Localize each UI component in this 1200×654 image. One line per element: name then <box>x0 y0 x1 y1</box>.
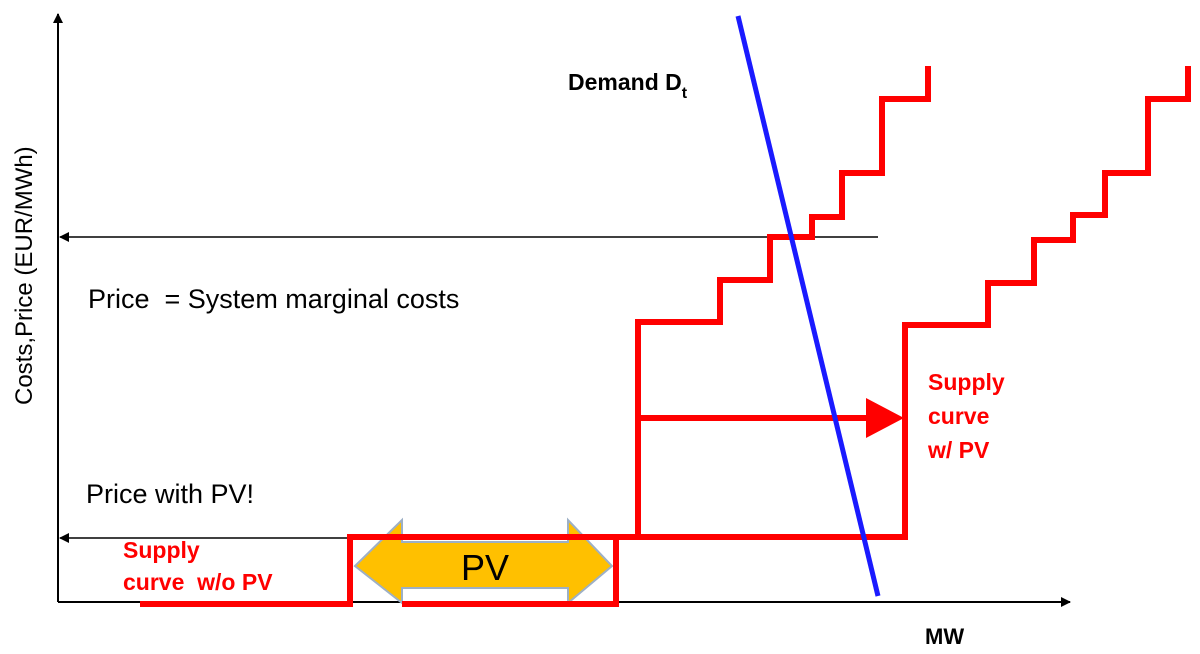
supply-wo-pv-line1: Supply <box>123 537 200 563</box>
supply-curve-pv-segment <box>402 537 619 607</box>
demand-line <box>735 15 881 597</box>
shift-arrow-head <box>866 398 904 438</box>
y-axis-label: Costs,Price (EUR/MWh) <box>11 146 38 405</box>
x-axis-label: MW <box>925 624 964 649</box>
supply-wo-pv-label: Supply curve w/o PV <box>123 537 273 595</box>
supply-w-pv-line1: Supply <box>928 369 1005 395</box>
supply-curve-wo-pv <box>140 66 931 607</box>
demand-label: Demand Dt <box>568 69 688 102</box>
supply-w-pv-line3: w/ PV <box>927 437 990 463</box>
pv-label: PV <box>461 547 509 588</box>
price-pv-label: Price with PV! <box>86 479 254 509</box>
price-label: Price = System marginal costs <box>88 284 459 314</box>
supply-w-pv-line2: curve <box>928 403 989 429</box>
supply-wo-pv-line2: curve w/o PV <box>123 569 273 595</box>
demand-subscript: t <box>682 85 688 102</box>
supply-curve-w-pv <box>638 66 1191 540</box>
supply-w-pv-label: Supply curve w/ PV <box>927 369 1011 463</box>
